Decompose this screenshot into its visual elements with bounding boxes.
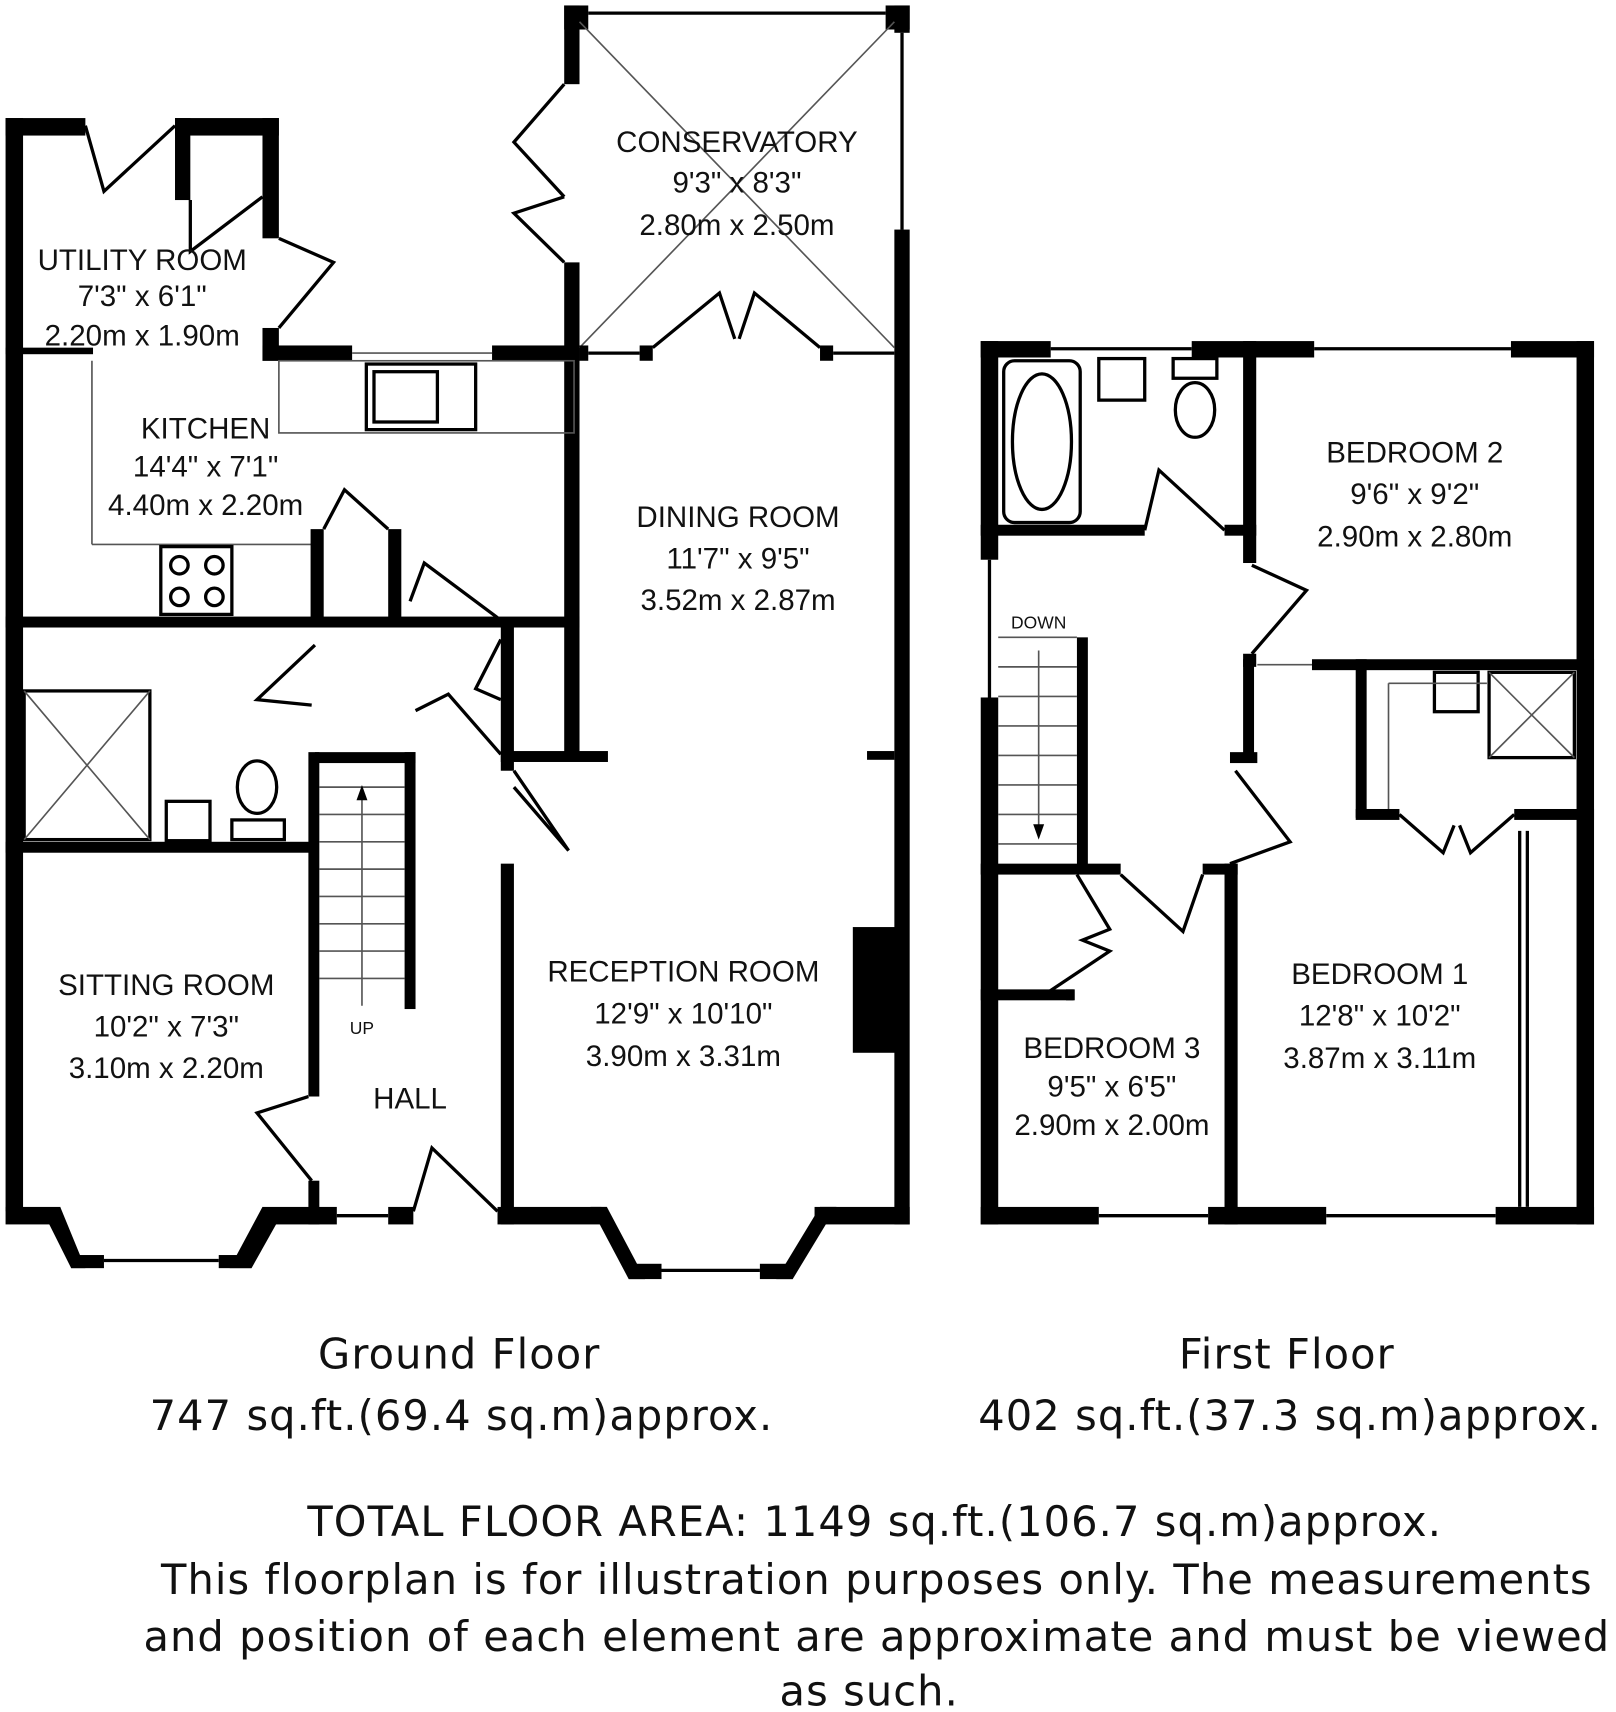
room-name: DINING ROOM <box>636 501 839 534</box>
room-name: CONSERVATORY <box>616 126 858 159</box>
room-metric: 2.20m x 1.90m <box>45 319 240 352</box>
ground-floor-title: Ground Floor <box>318 1330 600 1379</box>
room-metric: 2.80m x 2.50m <box>639 209 834 242</box>
room-hall: HALL <box>373 1083 447 1116</box>
room-bedroom-1: BEDROOM 1 12'8" x 10'2" 3.87m x 3.11m <box>1283 958 1476 1075</box>
room-imperial: 9'6" x 9'2" <box>1350 478 1479 511</box>
room-imperial: 10'2" x 7'3" <box>94 1010 239 1043</box>
room-imperial: 7'3" x 6'1" <box>78 280 207 313</box>
first-floor-plan <box>980 341 1595 1225</box>
room-metric: 2.90m x 2.80m <box>1317 521 1512 554</box>
room-dining: DINING ROOM 11'7" x 9'5" 3.52m x 2.87m <box>636 501 839 617</box>
room-name: SITTING ROOM <box>58 969 274 1002</box>
room-metric: 4.40m x 2.20m <box>108 489 303 522</box>
room-imperial: 9'3" x 8'3" <box>672 166 801 199</box>
stairs-up-label: UP <box>350 1018 374 1038</box>
room-conservatory: CONSERVATORY 9'3" x 8'3" 2.80m x 2.50m <box>616 126 858 242</box>
disclaimer-line-3: as such. <box>780 1666 959 1712</box>
room-name: BEDROOM 2 <box>1326 436 1503 469</box>
room-imperial: 14'4" x 7'1" <box>133 451 278 484</box>
room-metric: 3.87m x 3.11m <box>1283 1042 1476 1075</box>
room-bedroom-3: BEDROOM 3 9'5" x 6'5" 2.90m x 2.00m <box>1014 1032 1209 1142</box>
room-imperial: 12'9" x 10'10" <box>594 997 772 1030</box>
room-name: UTILITY ROOM <box>38 244 247 277</box>
room-name: RECEPTION ROOM <box>547 956 819 989</box>
total-floor-area: TOTAL FLOOR AREA: 1149 sq.ft.(106.7 sq.m… <box>306 1497 1442 1546</box>
room-imperial: 12'8" x 10'2" <box>1299 999 1461 1032</box>
room-name: BEDROOM 3 <box>1023 1032 1200 1065</box>
room-metric: 2.90m x 2.00m <box>1014 1109 1209 1142</box>
room-name: KITCHEN <box>141 412 270 445</box>
room-imperial: 11'7" x 9'5" <box>666 542 809 575</box>
room-bedroom-2: BEDROOM 2 9'6" x 9'2" 2.90m x 2.80m <box>1317 436 1512 553</box>
room-kitchen: KITCHEN 14'4" x 7'1" 4.40m x 2.20m <box>108 412 303 522</box>
room-metric: 3.90m x 3.31m <box>586 1040 781 1073</box>
room-sitting: SITTING ROOM 10'2" x 7'3" 3.10m x 2.20m <box>58 969 274 1085</box>
room-imperial: 9'5" x 6'5" <box>1047 1071 1176 1104</box>
disclaimer-line-1: This floorplan is for illustration purpo… <box>160 1555 1593 1604</box>
room-name: BEDROOM 1 <box>1291 958 1468 991</box>
first-floor-title: First Floor <box>1179 1330 1395 1379</box>
room-utility: UTILITY ROOM 7'3" x 6'1" 2.20m x 1.90m <box>38 244 247 352</box>
room-reception: RECEPTION ROOM 12'9" x 10'10" 3.90m x 3.… <box>547 956 819 1073</box>
room-metric: 3.52m x 2.87m <box>640 584 835 617</box>
disclaimer-line-2: and position of each element are approxi… <box>143 1612 1610 1661</box>
room-metric: 3.10m x 2.20m <box>69 1052 264 1085</box>
stairs-down-label: DOWN <box>1011 613 1066 633</box>
first-floor-area: 402 sq.ft.(37.3 sq.m)approx. <box>978 1391 1602 1440</box>
ground-floor-plan <box>5 5 910 1280</box>
ground-floor-area: 747 sq.ft.(69.4 sq.m)approx. <box>150 1391 774 1440</box>
